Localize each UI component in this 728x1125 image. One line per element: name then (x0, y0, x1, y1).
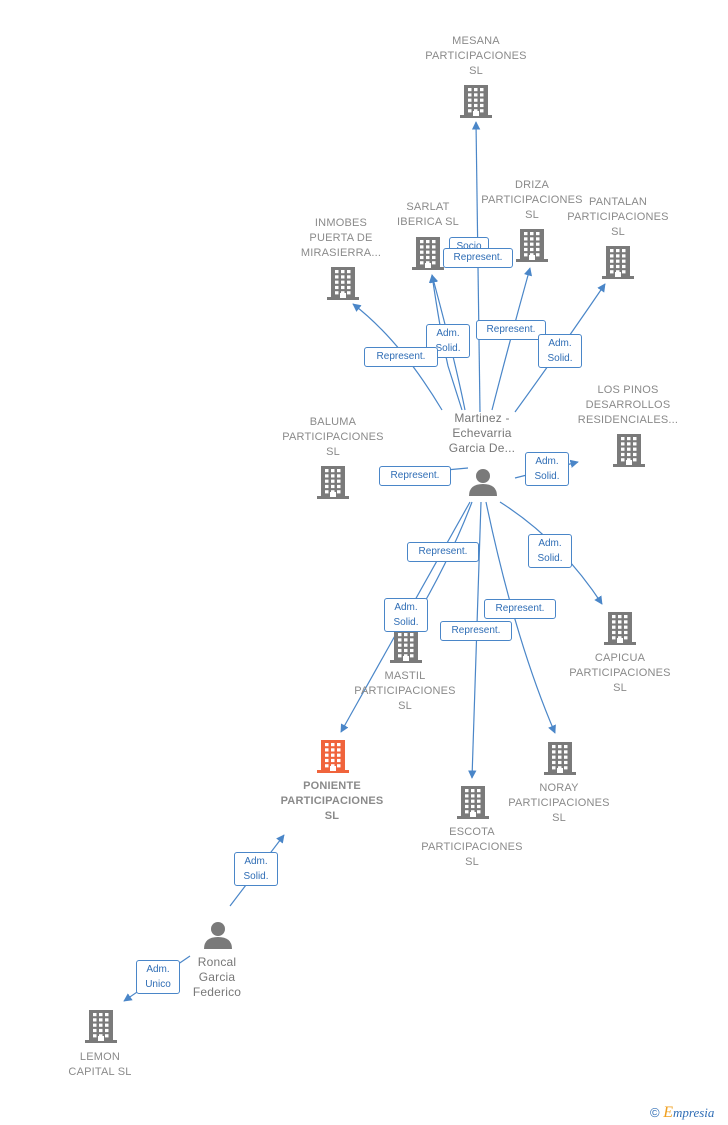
edge-label[interactable]: Represent. (440, 621, 512, 641)
building-icon[interactable] (316, 739, 350, 780)
company-label-lospinos[interactable]: LOS PINOS DESARROLLOS RESIDENCIALES... (577, 384, 679, 426)
building-icon[interactable] (612, 433, 646, 474)
edge-label[interactable]: Represent. (476, 320, 546, 340)
person-icon[interactable] (203, 921, 233, 954)
footer-brand: © Empresia (650, 1104, 714, 1122)
company-label-baluma[interactable]: BALUMA PARTICIPACIONES SL (282, 416, 384, 458)
person-icon[interactable] (468, 468, 498, 501)
building-icon[interactable] (515, 228, 549, 269)
edge-label[interactable]: Adm. Solid. (538, 334, 582, 368)
building-icon[interactable] (601, 245, 635, 286)
building-icon[interactable] (603, 611, 637, 652)
company-label-escota[interactable]: ESCOTA PARTICIPACIONES SL (421, 826, 523, 868)
edge-label[interactable]: Adm. Solid. (528, 534, 572, 568)
company-label-pantalan[interactable]: PANTALAN PARTICIPACIONES SL (567, 196, 669, 238)
edge-martinez-noray (485, 501, 556, 734)
copyright-symbol: © (650, 1105, 660, 1120)
brand-name: mpresia (673, 1105, 715, 1120)
building-icon[interactable] (326, 266, 360, 307)
building-icon[interactable] (316, 465, 350, 506)
company-label-sarlat[interactable]: SARLAT IBERICA SL (397, 201, 459, 228)
edge-label[interactable]: Represent. (443, 248, 513, 268)
brand-initial: E (663, 1104, 673, 1121)
company-label-capicua[interactable]: CAPICUA PARTICIPACIONES SL (569, 652, 671, 694)
building-icon[interactable] (456, 785, 490, 826)
company-label-driza[interactable]: DRIZA PARTICIPACIONES SL (481, 179, 583, 221)
edge-label[interactable]: Represent. (484, 599, 556, 619)
company-label-lemon[interactable]: LEMON CAPITAL SL (68, 1051, 132, 1078)
building-icon[interactable] (411, 236, 445, 277)
edge-label[interactable]: Adm. Solid. (384, 598, 428, 632)
building-icon[interactable] (543, 741, 577, 782)
edge-label[interactable]: Adm. Unico (136, 960, 180, 994)
person-label-martinez[interactable]: Martinez - Echevarria Garcia De... (448, 411, 516, 455)
edge-label[interactable]: Represent. (364, 347, 438, 367)
company-label-inmobes[interactable]: INMOBES PUERTA DE MIRASIERRA... (300, 217, 382, 259)
company-label-poniente[interactable]: PONIENTE PARTICIPACIONES SL (280, 780, 384, 822)
building-icon[interactable] (84, 1009, 118, 1050)
person-label-roncal[interactable]: Roncal Garcia Federico (192, 955, 242, 999)
company-label-noray[interactable]: NORAY PARTICIPACIONES SL (508, 782, 610, 824)
edge-label[interactable]: Adm. Solid. (234, 852, 278, 886)
company-label-mesana[interactable]: MESANA PARTICIPACIONES SL (425, 35, 527, 77)
building-icon[interactable] (459, 84, 493, 125)
edge-label[interactable]: Represent. (407, 542, 479, 562)
company-label-mastil[interactable]: MASTIL PARTICIPACIONES SL (354, 670, 456, 712)
building-icon[interactable] (389, 629, 423, 670)
edge-label[interactable]: Represent. (379, 466, 451, 486)
edge-label[interactable]: Adm. Solid. (525, 452, 569, 486)
